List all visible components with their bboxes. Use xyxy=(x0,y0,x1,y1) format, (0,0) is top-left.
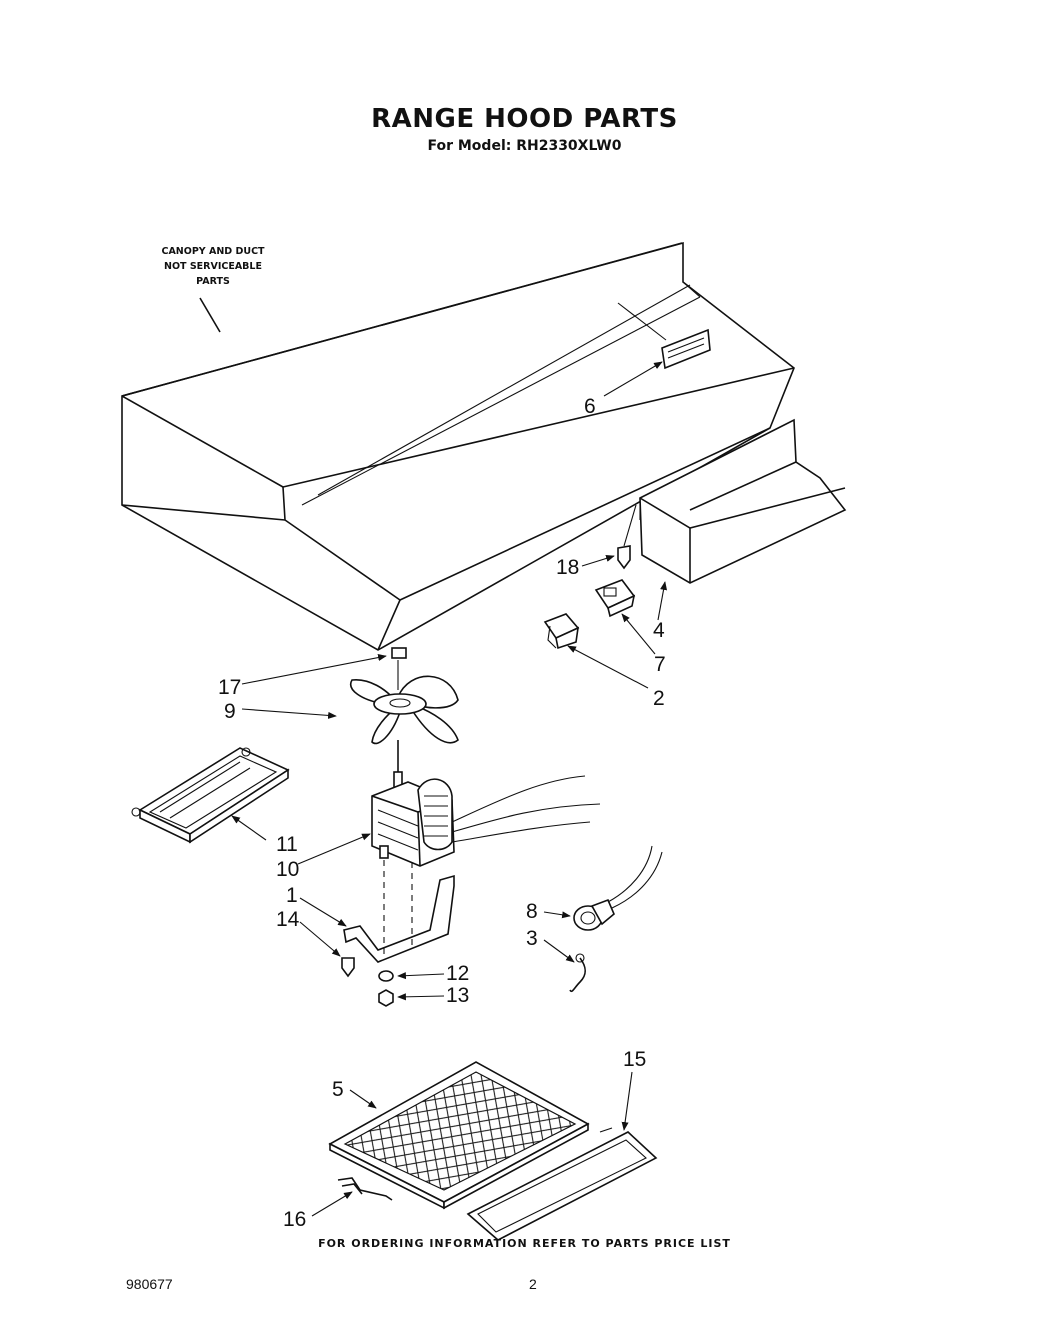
lamp-socket xyxy=(573,845,663,931)
callout-15: 15 xyxy=(623,1048,646,1071)
wire-3 xyxy=(569,953,587,993)
duct xyxy=(639,418,847,584)
nameplate xyxy=(617,302,711,370)
motor-bracket xyxy=(343,860,455,963)
callout-11: 11 xyxy=(276,833,298,856)
page-title: RANGE HOOD PARTS xyxy=(371,104,678,134)
callout-4: 4 xyxy=(653,619,665,642)
note-leader xyxy=(199,297,221,333)
switch-2 xyxy=(543,613,580,650)
nut-13 xyxy=(378,989,394,1007)
callout-16: 16 xyxy=(283,1208,306,1231)
screw-14 xyxy=(341,957,355,978)
callout-13: 13 xyxy=(446,984,469,1007)
callout-14: 14 xyxy=(276,908,300,931)
washer-12 xyxy=(378,970,394,982)
ordering-note: FOR ORDERING INFORMATION REFER TO PARTS … xyxy=(318,1237,731,1250)
motor xyxy=(371,740,601,867)
page-number: 2 xyxy=(529,1276,537,1292)
model-subtitle: For Model: RH2330XLW0 xyxy=(427,138,622,154)
washer-17 xyxy=(391,647,407,690)
filter-tray xyxy=(466,1127,658,1241)
callout-3: 3 xyxy=(526,927,538,950)
callout-1: 1 xyxy=(286,884,298,907)
filter-clip xyxy=(337,1177,393,1201)
callout-7: 7 xyxy=(654,653,666,676)
callout-8: 8 xyxy=(526,900,538,923)
callout-12: 12 xyxy=(446,962,469,985)
callout-9: 9 xyxy=(224,700,236,723)
note-line: NOT SERVICEABLE xyxy=(164,261,262,272)
switch-7 xyxy=(594,579,636,618)
grease-filter xyxy=(328,1061,590,1210)
note-line: CANOPY AND DUCT xyxy=(161,246,265,257)
callout-17: 17 xyxy=(218,676,241,699)
callout-5: 5 xyxy=(332,1078,344,1101)
callout-10: 10 xyxy=(276,858,299,881)
document-number: 980677 xyxy=(126,1276,173,1292)
callout-6: 6 xyxy=(584,395,596,418)
leader-lines xyxy=(231,361,668,1217)
fan-blade xyxy=(349,675,459,745)
callout-2: 2 xyxy=(653,687,665,710)
note-line: PARTS xyxy=(196,276,230,287)
callout-18: 18 xyxy=(556,556,579,579)
callout-numbers: 6 18 4 7 2 17 9 11 10 1 14 12 13 8 3 5 1… xyxy=(218,395,666,1231)
canopy-note: CANOPY AND DUCT NOT SERVICEABLE PARTS xyxy=(128,244,298,289)
light-assembly xyxy=(131,747,290,844)
screw-18 xyxy=(617,504,637,570)
canopy xyxy=(121,241,795,651)
